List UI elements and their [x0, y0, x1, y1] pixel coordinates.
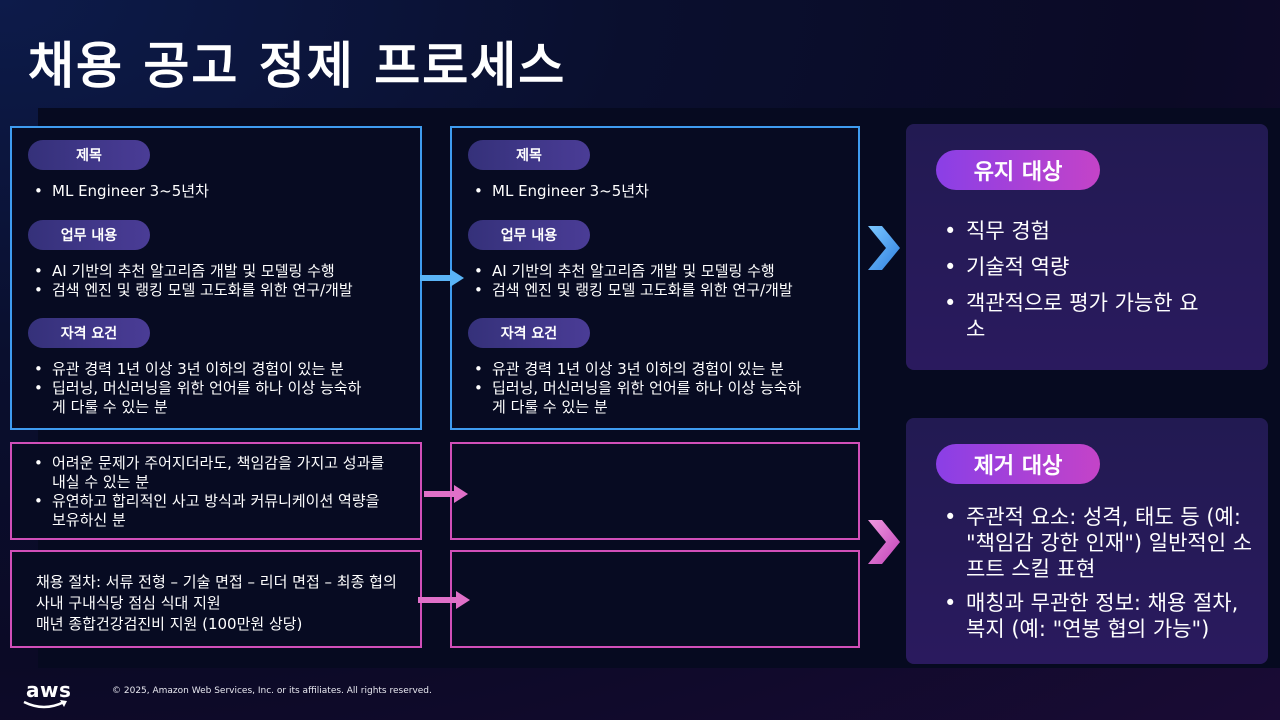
keep-panel: 유지 대상 직무 경험 기술적 역량 객관적으로 평가 가능한 요소 — [906, 124, 1268, 370]
duties-label-pill: 업무 내용 — [28, 220, 150, 250]
aws-logo-text: aws — [26, 678, 72, 702]
remove-panel: 제거 대상 주관적 요소: 성격, 태도 등 (예: "책임감 강한 인재") … — [906, 418, 1268, 664]
original-soft-box: 어려운 문제가 주어지더라도, 책임감을 가지고 성과를 내실 수 있는 분 유… — [10, 442, 422, 540]
original-misc-text: 채용 절차: 서류 전형 – 기술 면접 – 리더 면접 – 최종 협의 사내 … — [36, 572, 420, 635]
arrow-right-icon — [420, 269, 464, 287]
list-item: ML Engineer 3~5년차 — [26, 182, 416, 201]
list-item: 딥러닝, 머신러닝을 위한 언어를 하나 이상 능숙하게 다룰 수 있는 분 — [26, 379, 366, 417]
list-item: 기술적 역량 — [942, 254, 1252, 280]
refined-soft-empty-box — [450, 442, 860, 540]
arrow-right-icon — [424, 485, 468, 503]
original-posting-box: 제목 ML Engineer 3~5년차 업무 내용 AI 기반의 추천 알고리… — [10, 126, 422, 430]
title-label-pill: 제목 — [28, 140, 150, 170]
original-title-list: ML Engineer 3~5년차 — [26, 182, 416, 201]
refined-quals-list: 유관 경력 1년 이상 3년 이하의 경험이 있는 분 딥러닝, 머신러닝을 위… — [466, 360, 806, 417]
list-item: 직무 경험 — [942, 218, 1252, 244]
list-item: 매칭과 무관한 정보: 채용 절차, 복지 (예: "연봉 협의 가능") — [942, 590, 1260, 642]
refined-title-list: ML Engineer 3~5년차 — [466, 182, 856, 201]
aws-smile-icon — [23, 700, 67, 709]
aws-logo: aws — [23, 678, 72, 709]
list-item: AI 기반의 추천 알고리즘 개발 및 모델링 수행 — [466, 262, 856, 281]
list-item: 유연하고 합리적인 사고 방식과 커뮤니케이션 역량을 보유하신 분 — [26, 492, 396, 530]
list-item: 주관적 요소: 성격, 태도 등 (예: "책임감 강한 인재") 일반적인 소… — [942, 504, 1260, 582]
list-item: 어려운 문제가 주어지더라도, 책임감을 가지고 성과를 내실 수 있는 분 — [26, 454, 396, 492]
title-label-pill: 제목 — [468, 140, 590, 170]
arrow-right-icon — [418, 591, 470, 609]
list-item: 객관적으로 평가 가능한 요소 — [942, 290, 1206, 342]
misc-line: 사내 구내식당 점심 식대 지원 — [36, 594, 221, 612]
refined-misc-empty-box — [450, 550, 860, 648]
list-item: 딥러닝, 머신러닝을 위한 언어를 하나 이상 능숙하게 다룰 수 있는 분 — [466, 379, 806, 417]
original-misc-box: 채용 절차: 서류 전형 – 기술 면접 – 리더 면접 – 최종 협의 사내 … — [10, 550, 422, 648]
list-item: 검색 엔진 및 랭킹 모델 고도화를 위한 연구/개발 — [26, 281, 416, 300]
list-item: AI 기반의 추천 알고리즘 개발 및 모델링 수행 — [26, 262, 416, 281]
chevron-right-icon — [868, 520, 900, 564]
list-item: ML Engineer 3~5년차 — [466, 182, 856, 201]
remove-label-pill: 제거 대상 — [936, 444, 1100, 484]
qual-label-pill: 자격 요건 — [468, 318, 590, 348]
list-item: 검색 엔진 및 랭킹 모델 고도화를 위한 연구/개발 — [466, 281, 856, 300]
keep-list: 직무 경험 기술적 역량 객관적으로 평가 가능한 요소 — [942, 218, 1252, 352]
original-soft-list: 어려운 문제가 주어지더라도, 책임감을 가지고 성과를 내실 수 있는 분 유… — [26, 454, 396, 530]
list-item: 유관 경력 1년 이상 3년 이하의 경험이 있는 분 — [466, 360, 806, 379]
original-quals-list: 유관 경력 1년 이상 3년 이하의 경험이 있는 분 딥러닝, 머신러닝을 위… — [26, 360, 366, 417]
qual-label-pill: 자격 요건 — [28, 318, 150, 348]
duties-label-pill: 업무 내용 — [468, 220, 590, 250]
keep-label-pill: 유지 대상 — [936, 150, 1100, 190]
misc-line: 채용 절차: 서류 전형 – 기술 면접 – 리더 면접 – 최종 협의 — [36, 573, 397, 591]
refined-posting-box: 제목 ML Engineer 3~5년차 업무 내용 AI 기반의 추천 알고리… — [450, 126, 860, 430]
page-title: 채용 공고 정제 프로세스 — [28, 37, 567, 95]
refined-duties-list: AI 기반의 추천 알고리즘 개발 및 모델링 수행 검색 엔진 및 랭킹 모델… — [466, 262, 856, 300]
copyright-text: © 2025, Amazon Web Services, Inc. or its… — [112, 686, 432, 696]
misc-line: 매년 종합건강검진비 지원 (100만원 상당) — [36, 615, 303, 633]
list-item: 유관 경력 1년 이상 3년 이하의 경험이 있는 분 — [26, 360, 366, 379]
chevron-right-icon — [868, 226, 900, 270]
original-duties-list: AI 기반의 추천 알고리즘 개발 및 모델링 수행 검색 엔진 및 랭킹 모델… — [26, 262, 416, 300]
remove-list: 주관적 요소: 성격, 태도 등 (예: "책임감 강한 인재") 일반적인 소… — [942, 504, 1260, 652]
